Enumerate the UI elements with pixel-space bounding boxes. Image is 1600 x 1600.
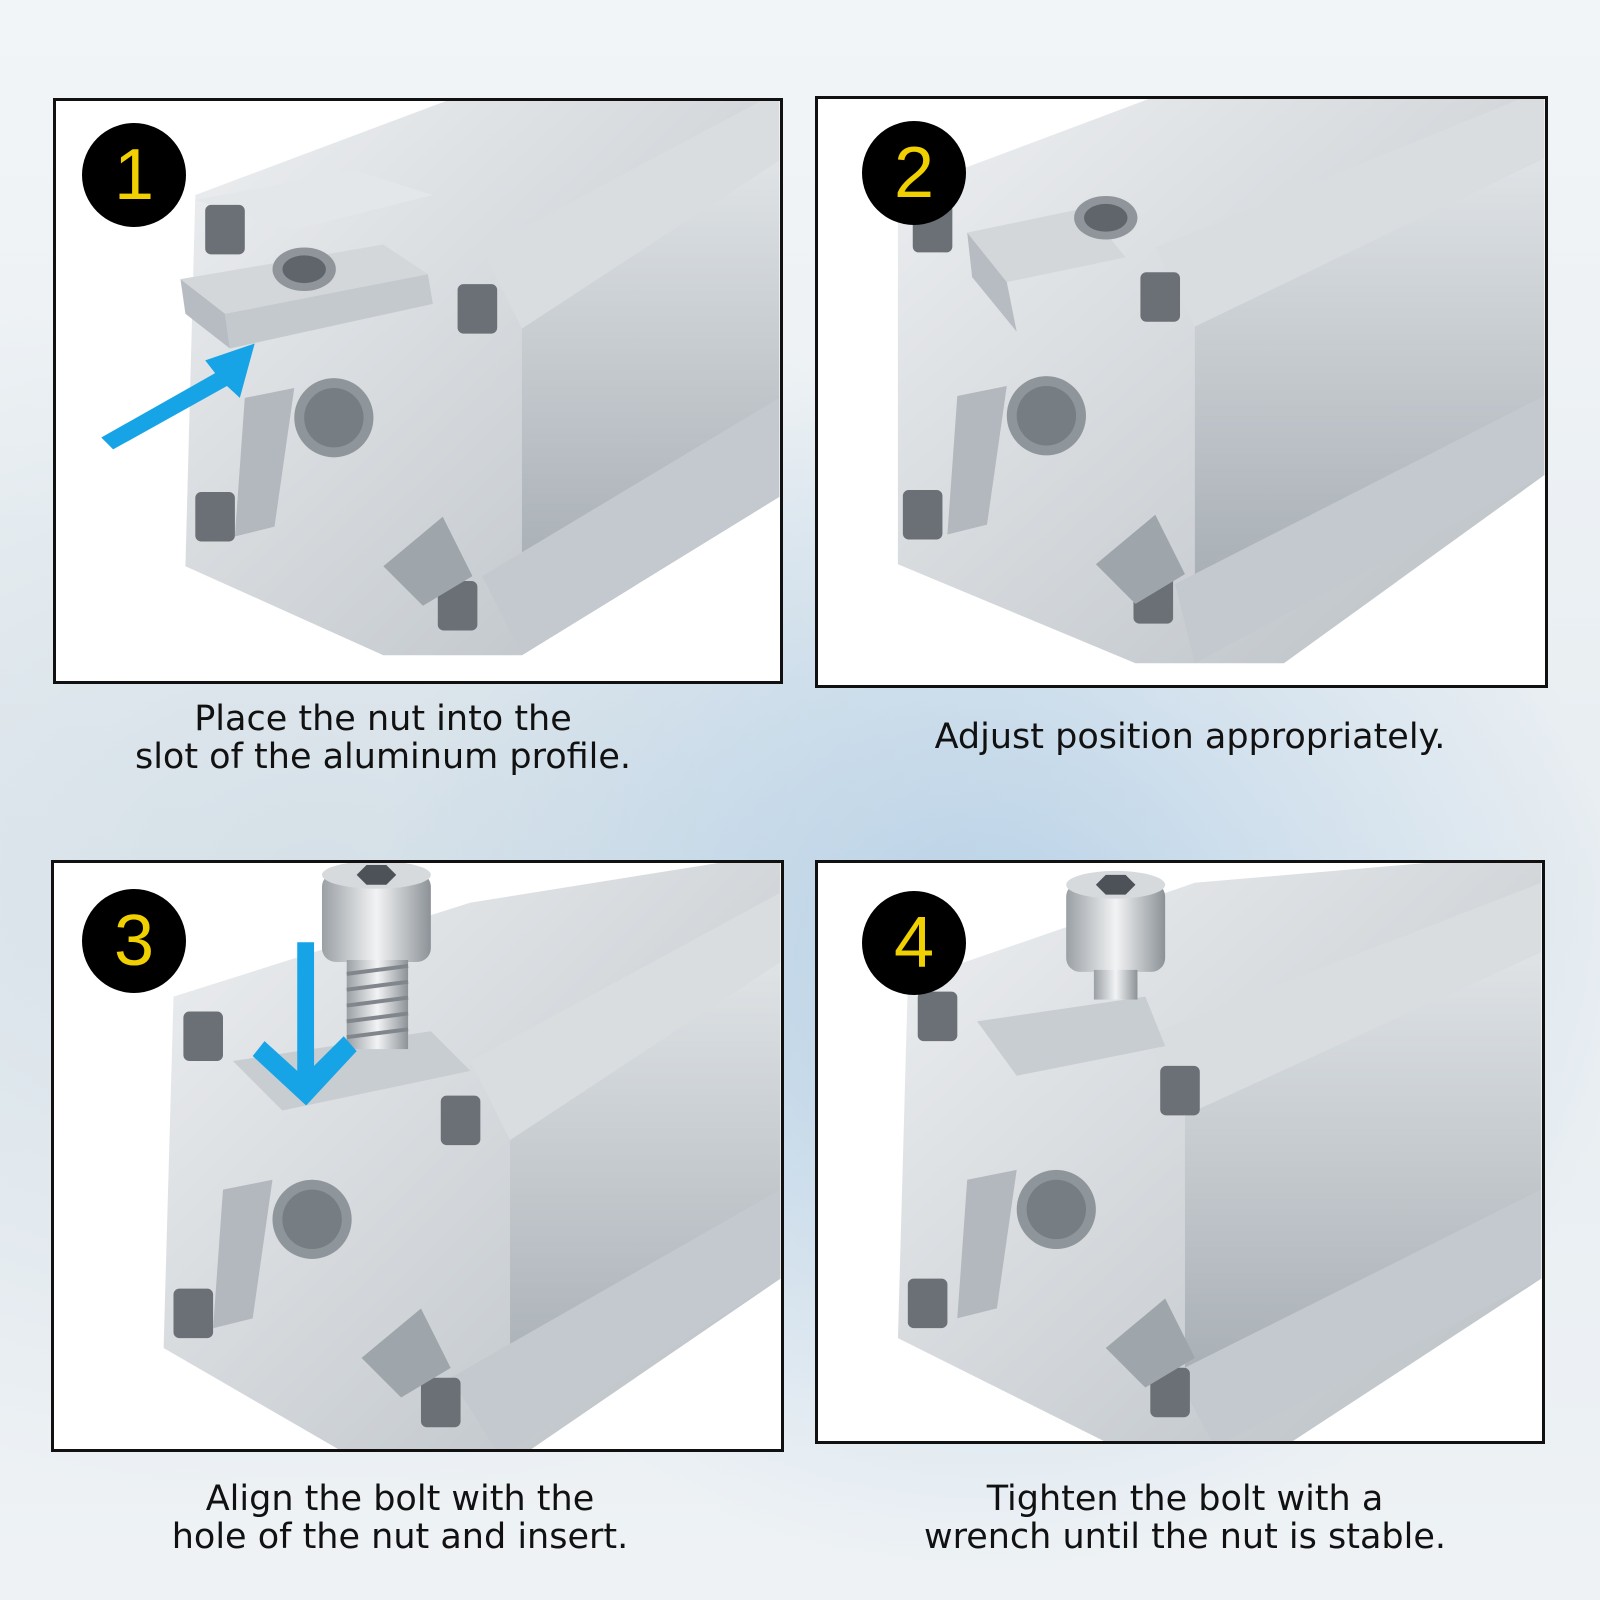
- bolt: [1066, 870, 1166, 1000]
- t-nut: [967, 196, 1138, 332]
- profile-body: [185, 101, 780, 656]
- diagonal-arrow-icon: [101, 343, 255, 450]
- step-2-caption: Adjust position appropriately.: [880, 718, 1500, 756]
- aluminum-profile-image: [163, 863, 781, 1449]
- profile-body: [897, 863, 1542, 1441]
- profile-body: [163, 863, 781, 1449]
- t-nut: [180, 244, 433, 349]
- step-3-caption: Align the bolt with the hole of the nut …: [70, 1480, 730, 1556]
- step-4-panel: 4: [815, 860, 1545, 1444]
- bolt: [321, 863, 431, 1050]
- caption-line: slot of the aluminum profile.: [134, 737, 632, 777]
- down-arrow-icon: [252, 942, 357, 1106]
- step-number-badge: 3: [82, 889, 186, 993]
- caption-line: Adjust position appropriately.: [934, 717, 1446, 757]
- step-4-caption: Tighten the bolt with a wrench until the…: [850, 1480, 1520, 1556]
- caption-line: wrench until the nut is stable.: [923, 1517, 1447, 1557]
- step-2-panel: 2: [815, 96, 1548, 688]
- caption-line: Align the bolt with the: [205, 1479, 595, 1519]
- aluminum-profile-image: [897, 99, 1545, 664]
- step-number-badge: 4: [862, 891, 966, 995]
- step-1-caption: Place the nut into the slot of the alumi…: [53, 700, 713, 776]
- aluminum-profile-image: [897, 863, 1542, 1441]
- step-number-badge: 2: [862, 121, 966, 225]
- aluminum-profile-image: [101, 101, 780, 656]
- step-3-panel: 3: [51, 860, 784, 1452]
- step-1-panel: 1: [53, 98, 783, 684]
- caption-line: Tighten the bolt with a: [986, 1479, 1384, 1519]
- caption-line: Place the nut into the: [194, 699, 572, 739]
- step-number-badge: 1: [82, 123, 186, 227]
- profile-body: [897, 99, 1545, 664]
- caption-line: hole of the nut and insert.: [171, 1517, 629, 1557]
